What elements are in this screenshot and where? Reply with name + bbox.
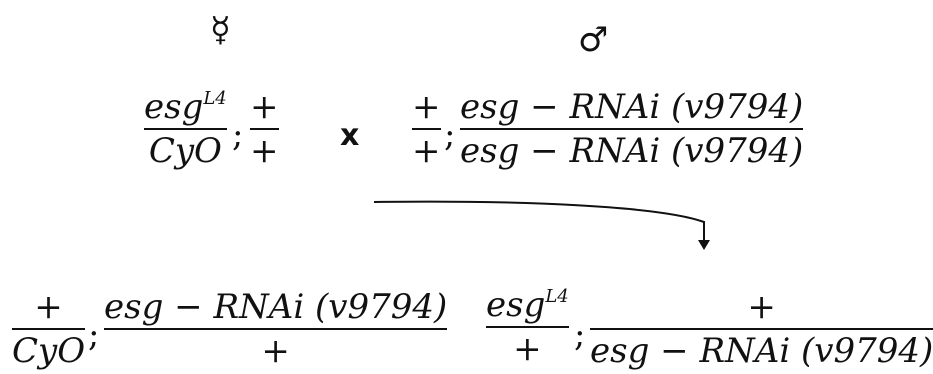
fraction-bar xyxy=(12,328,86,330)
arrow-head xyxy=(698,240,710,250)
female-chr3-fraction: + + xyxy=(250,88,279,170)
fraction-bar xyxy=(460,128,804,130)
fraction-bar xyxy=(104,328,448,330)
male-chr2-fraction: + + xyxy=(412,88,441,170)
female-chr3-numerator: + xyxy=(250,87,279,127)
male-chr2-denominator: + xyxy=(412,131,441,171)
hermaphrodite-symbol: ☿ xyxy=(210,10,231,50)
female-chr3-denominator: + xyxy=(250,131,279,171)
progeny1-chr3-numerator: esg − RNAi (v9794) xyxy=(104,287,448,327)
male-chr2-numerator: + xyxy=(412,87,441,127)
progeny2-chr3-fraction: + esg − RNAi (v9794) xyxy=(590,288,933,370)
progeny1-chr2-numerator: + xyxy=(34,287,63,327)
progeny2-chr3-numerator: + xyxy=(747,287,776,327)
progeny2-separator: ; xyxy=(574,315,586,355)
cross-symbol: x xyxy=(340,118,360,153)
male-symbol: ♂ xyxy=(578,20,609,60)
fraction-bar xyxy=(144,128,227,130)
male-chr3-denominator: esg − RNAi (v9794) xyxy=(460,131,804,171)
progeny1-chr2-denominator: CyO xyxy=(12,331,86,371)
progeny2-chr3-denominator: esg − RNAi (v9794) xyxy=(590,331,933,371)
progeny2-chr2-denominator: + xyxy=(513,329,542,369)
female-chr2-fraction: esgL4 CyO xyxy=(144,88,227,170)
female-chr2-denominator: CyO xyxy=(148,131,222,171)
female-separator: ; xyxy=(232,115,244,155)
progeny1-separator: ; xyxy=(88,315,100,355)
fraction-bar xyxy=(590,328,933,330)
male-chr3-fraction: esg − RNAi (v9794) esg − RNAi (v9794) xyxy=(460,87,804,171)
male-separator: ; xyxy=(444,115,456,155)
progeny2-chr2-numerator: esgL4 xyxy=(486,285,569,325)
fraction-bar xyxy=(250,128,279,130)
progeny1-chr3-fraction: esg − RNAi (v9794) + xyxy=(104,287,448,371)
fraction-bar xyxy=(486,326,569,328)
progeny1-chr3-denominator: + xyxy=(261,331,290,371)
arrow-curve xyxy=(373,200,705,242)
male-chr3-numerator: esg − RNAi (v9794) xyxy=(460,87,804,127)
progeny2-chr2-fraction: esgL4 + xyxy=(486,286,569,368)
fraction-bar xyxy=(412,128,441,130)
progeny1-chr2-fraction: + CyO xyxy=(12,287,86,371)
female-chr2-numerator: esgL4 xyxy=(144,87,227,127)
